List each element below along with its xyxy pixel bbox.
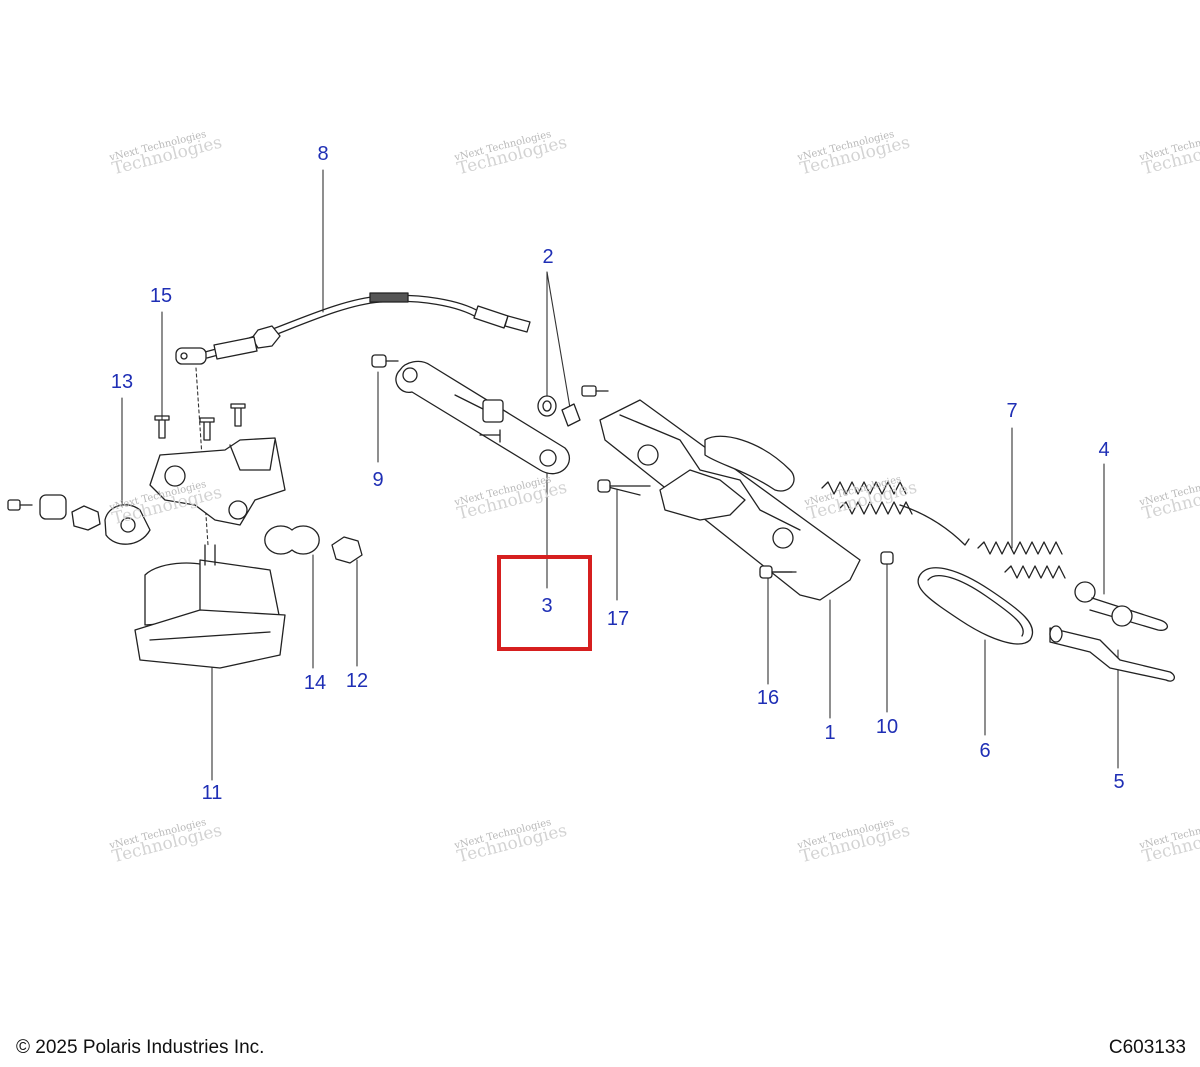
screws-15	[154, 403, 246, 441]
link-arm	[371, 354, 571, 475]
springs	[821, 481, 1066, 579]
left-fasteners	[7, 494, 363, 564]
callout-9[interactable]: 9	[372, 469, 384, 491]
callout-11[interactable]: 11	[201, 782, 223, 804]
callout-6[interactable]: 6	[979, 740, 991, 762]
figure-id: C603133	[1108, 1037, 1186, 1058]
callout-7[interactable]: 7	[1006, 400, 1018, 422]
callout-13[interactable]: 13	[110, 371, 134, 393]
callout-2[interactable]: 2	[542, 246, 554, 268]
callout-12[interactable]: 12	[345, 670, 369, 692]
cable-assembly	[175, 292, 531, 365]
fork-ends	[1049, 581, 1175, 682]
callout-14[interactable]: 14	[303, 672, 327, 694]
callout-4[interactable]: 4	[1098, 439, 1110, 461]
callout-16[interactable]: 16	[756, 687, 780, 709]
callout-10[interactable]: 10	[875, 716, 899, 738]
shift-rail-body	[599, 399, 861, 601]
gasket	[917, 567, 1034, 645]
copyright-text: © 2025 Polaris Industries Inc.	[16, 1037, 265, 1058]
washers-2	[537, 385, 609, 427]
shift-lever	[104, 437, 286, 545]
callout-3[interactable]: 3	[541, 595, 553, 617]
callout-5[interactable]: 5	[1113, 771, 1125, 793]
leader-lines	[121, 169, 1119, 781]
highlight-box	[497, 555, 592, 651]
shift-actuator-motor	[134, 544, 286, 669]
callout-8[interactable]: 8	[317, 143, 329, 165]
callout-1[interactable]: 1	[824, 722, 836, 744]
callout-17[interactable]: 17	[606, 608, 630, 630]
callout-15[interactable]: 15	[149, 285, 173, 307]
small-fasteners	[597, 479, 894, 579]
